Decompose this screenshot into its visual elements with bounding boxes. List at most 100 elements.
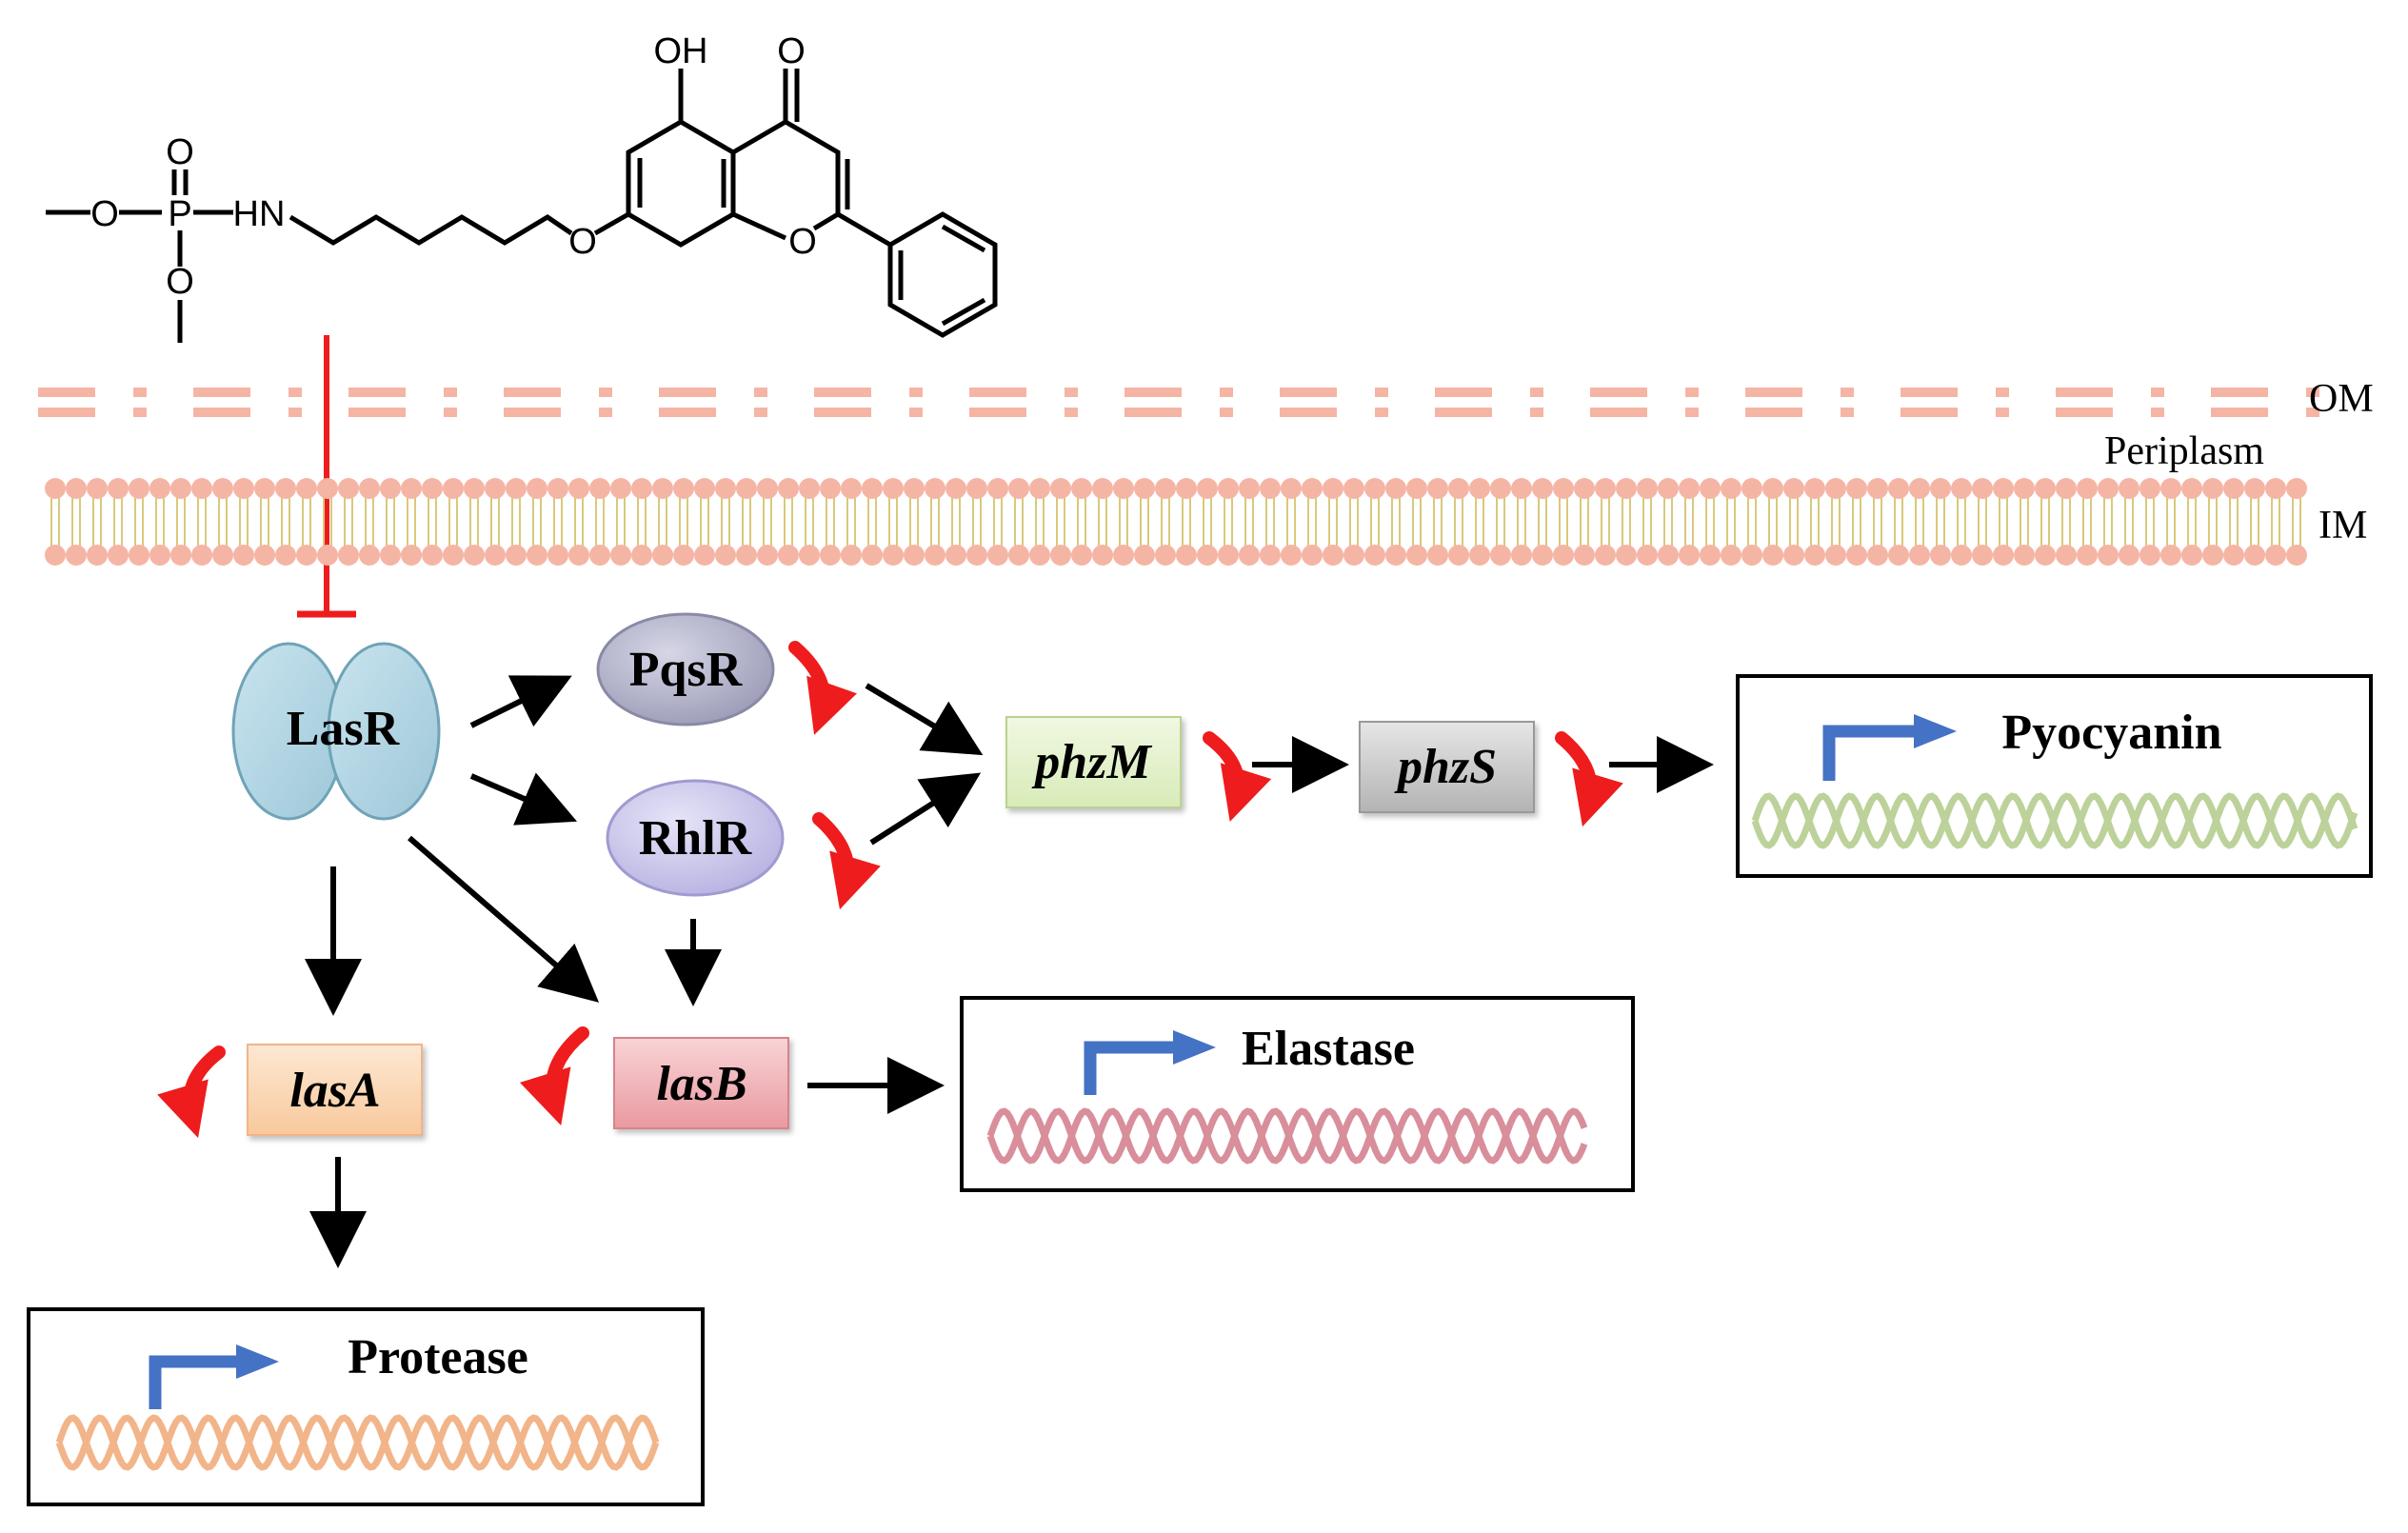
arrow-pqsr-to-phzm [865,683,984,756]
om-segment [1745,388,1802,397]
lipid-head [1762,478,1783,499]
lipid-head [1825,545,1846,566]
lasb-label: lasB [656,1057,746,1111]
lipid-head [2202,545,2223,566]
om-dot [1375,408,1388,417]
lipid-head [212,545,233,566]
om-segment [504,408,561,417]
lipid-head [443,545,464,566]
lipid-head [1008,545,1029,566]
rhlr-node: RhlR [606,779,785,897]
lipid-head [736,478,757,499]
om-segment [1901,408,1958,417]
lipid-head [2077,478,2098,499]
om-label: OM [2309,377,2374,421]
lipid-head [1197,478,1218,499]
lipid-head [778,478,799,499]
om-segment [1124,408,1182,417]
lipid-head [610,478,631,499]
lipid-head [1113,545,1134,566]
lipid-head [883,478,904,499]
lipid-head [149,545,170,566]
lipid-head [2014,478,2035,499]
lipid-head [799,478,820,499]
lipid-head [715,545,736,566]
lipid-head [862,478,883,499]
om-dot [909,408,923,417]
lipid-head [1490,478,1511,499]
lipid-head [1113,478,1134,499]
om-dot [2151,388,2164,397]
lipid-head [1260,545,1281,566]
down-arrow-phzm [1203,731,1272,823]
lipid-head [925,545,945,566]
lipid-head [1930,478,1951,499]
lipid-head [485,545,506,566]
lipid-head [1595,478,1616,499]
lipid-head [1679,545,1700,566]
lipid-head [1553,545,1574,566]
lipid-head [1050,545,1071,566]
lipid-head [1867,478,1888,499]
lipid-head [1134,478,1155,499]
lipid-head [338,478,359,499]
lipid-head [1595,545,1616,566]
om-dot [1996,388,2009,397]
lipid-head [2098,545,2119,566]
lipid-head [2139,545,2160,566]
lipid-head [1323,478,1343,499]
lipid-head [2223,478,2244,499]
lipid-head [1637,478,1658,499]
lipid-head [2035,545,2056,566]
lipid-head [2056,478,2077,499]
lipid-head [2119,478,2139,499]
lipid-head [359,545,380,566]
om-segment [1590,388,1647,397]
lipid-head [108,545,129,566]
lipid-head [129,478,149,499]
down-arrow-lasb [519,1026,589,1126]
lipid-head [1197,545,1218,566]
lipid-head [1155,545,1176,566]
lipid-head [2014,545,2035,566]
methoxy-oxygen-bottom-label: O [166,262,194,302]
om-dot [1530,388,1543,397]
lipid-head [1721,478,1741,499]
phzm-label: phzM [1031,735,1152,789]
lipid-head [966,545,987,566]
om-dot [444,408,457,417]
lipid-head [966,478,987,499]
lipid-head [1511,545,1532,566]
lipid-head [506,478,527,499]
lipid-head [1469,478,1490,499]
activation-arrows [305,675,1714,1268]
lipid-head [380,478,401,499]
lipid-head [2181,545,2202,566]
om-dot [754,408,767,417]
protease-box: Protease [27,1307,705,1506]
lipid-head [2056,545,2077,566]
lipid-head [1762,545,1783,566]
lipid-head [987,545,1008,566]
lipid-head [1951,478,1972,499]
om-segment [969,408,1026,417]
om-segment [1124,388,1182,397]
lipid-head [1616,545,1637,566]
om-segment [1280,408,1337,417]
lipid-head [945,545,966,566]
om-dot [133,388,147,397]
lipid-head [1343,545,1364,566]
lipid-head [1909,545,1930,566]
lipid-head [694,478,715,499]
lipid-head [1218,545,1239,566]
lipid-head [1239,478,1260,499]
lipid-head [1071,545,1092,566]
inhibitor-molecule [46,69,998,343]
lipid-head [527,545,547,566]
arrow-lasr-to-lasb [408,835,600,1003]
lipid-head [1616,478,1637,499]
lipid-head [1364,545,1385,566]
lasb-gene: lasB [613,1037,789,1129]
lipid-head [1721,545,1741,566]
protease-label: Protease [348,1330,528,1384]
